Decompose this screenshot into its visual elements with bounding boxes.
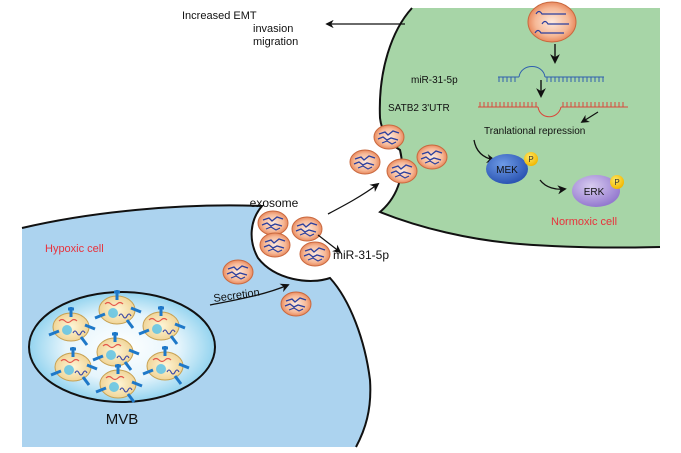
exosome: [259, 232, 291, 258]
effects-line-3: migration: [253, 36, 298, 48]
mvb-label: MVB: [106, 411, 139, 428]
cargo-arrow: [317, 234, 342, 254]
exosome: [299, 241, 331, 267]
exosome: [416, 144, 448, 170]
repression-label: Tranlational repression: [484, 126, 585, 137]
mir-strand: [498, 66, 604, 82]
repression-arrow: [580, 111, 599, 123]
transfer-arrow: [327, 182, 380, 215]
internal-exosome: [527, 1, 577, 43]
erk-label: ERK: [584, 187, 605, 198]
exosome: [291, 216, 323, 242]
hypoxic-cell-membrane: [21, 204, 372, 448]
pathway-arrow-2: [539, 179, 567, 195]
erk-phospho: [610, 175, 624, 189]
utr-strand: [478, 102, 628, 118]
utr-label: SATB2 3'UTR: [388, 103, 450, 114]
mir-label: miR-31-5p: [411, 75, 458, 86]
exosome: [349, 149, 381, 175]
effects-line-1: Increased EMT: [182, 10, 257, 22]
normoxic-cell-membrane: [378, 7, 661, 249]
exosome-label: exosome: [250, 196, 299, 210]
erk-phospho-label: P: [614, 178, 619, 187]
normoxic-cell-label: Normoxic cell: [551, 216, 617, 228]
mek-phospho: [524, 152, 538, 166]
exosome-cargo-label: miR-31-5p: [333, 248, 389, 262]
mek-phospho-label: P: [528, 155, 533, 164]
exosome: [222, 259, 254, 285]
hypoxic-cell-label: Hypoxic cell: [45, 243, 104, 255]
exosome: [257, 210, 289, 236]
effects-line-2: invasion: [253, 23, 293, 35]
secretion-arrow: [209, 283, 290, 306]
mek-label: MEK: [496, 165, 518, 176]
mek-node: [486, 154, 528, 184]
exosome: [386, 158, 418, 184]
erk-node: [572, 175, 620, 207]
exosome: [280, 291, 312, 317]
exosome: [373, 124, 405, 150]
